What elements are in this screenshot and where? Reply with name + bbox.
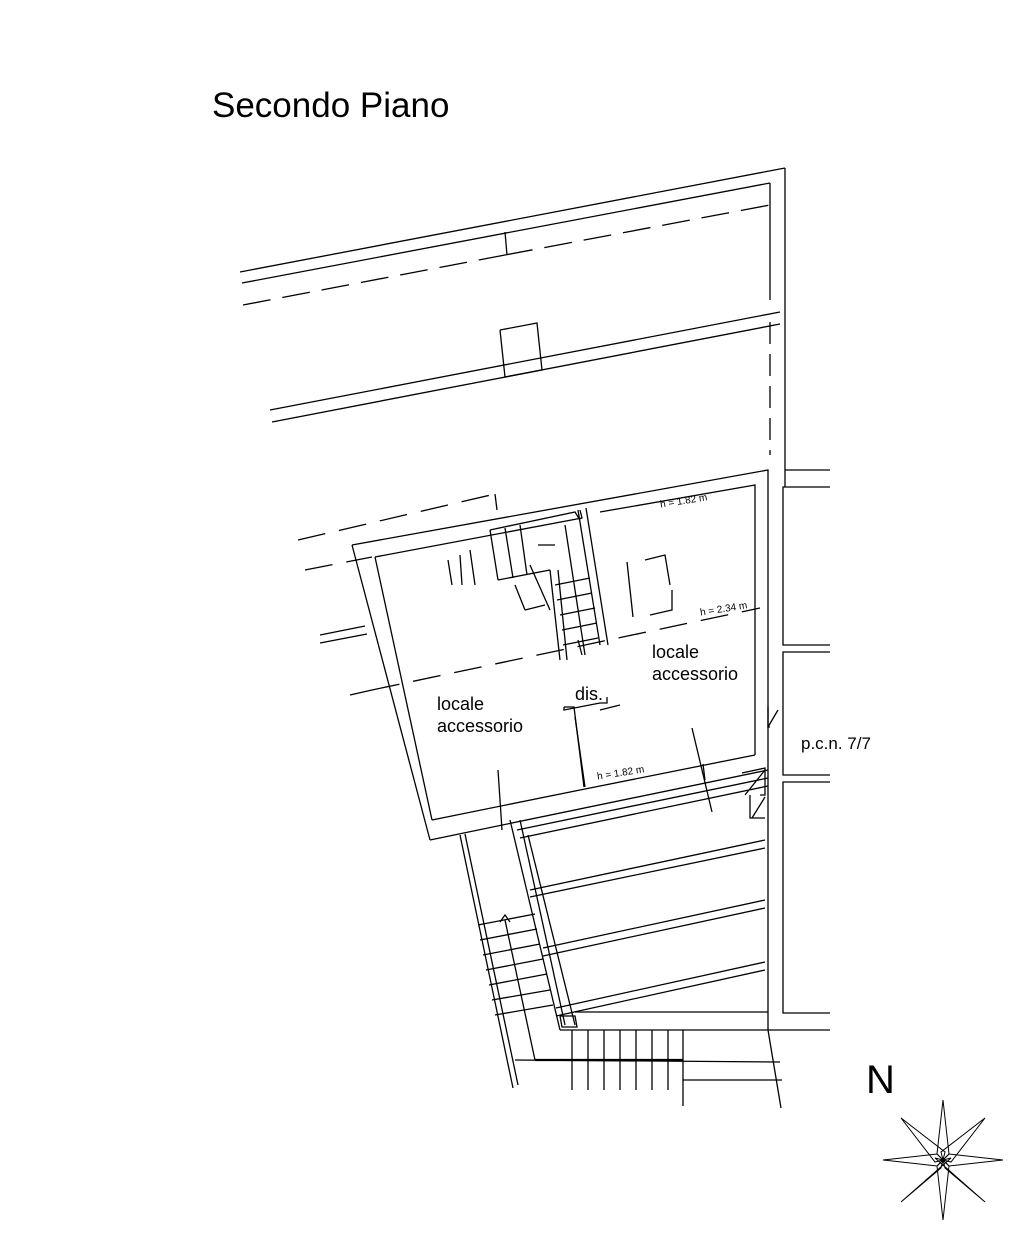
neighbour-building xyxy=(768,469,830,1031)
upper-roof-area xyxy=(239,167,786,470)
parcel-label: p.c.n. 7/7 xyxy=(801,734,871,753)
room-name-2: accessorio xyxy=(652,664,739,684)
north-label: N xyxy=(866,1058,895,1102)
main-rooms-walls xyxy=(297,469,779,1030)
plan-title: Secondo Piano xyxy=(212,86,450,125)
room-name-2: accessorio xyxy=(437,716,524,736)
room-name: locale xyxy=(437,694,485,714)
room-label-left: locale accessorio xyxy=(437,693,523,737)
corridor-label: dis. xyxy=(575,684,604,704)
room-label-right: locale accessorio xyxy=(652,641,738,685)
room-name: locale xyxy=(652,642,700,662)
compass-rose-icon xyxy=(882,1099,1004,1221)
terraces-and-stairs xyxy=(459,777,782,1109)
